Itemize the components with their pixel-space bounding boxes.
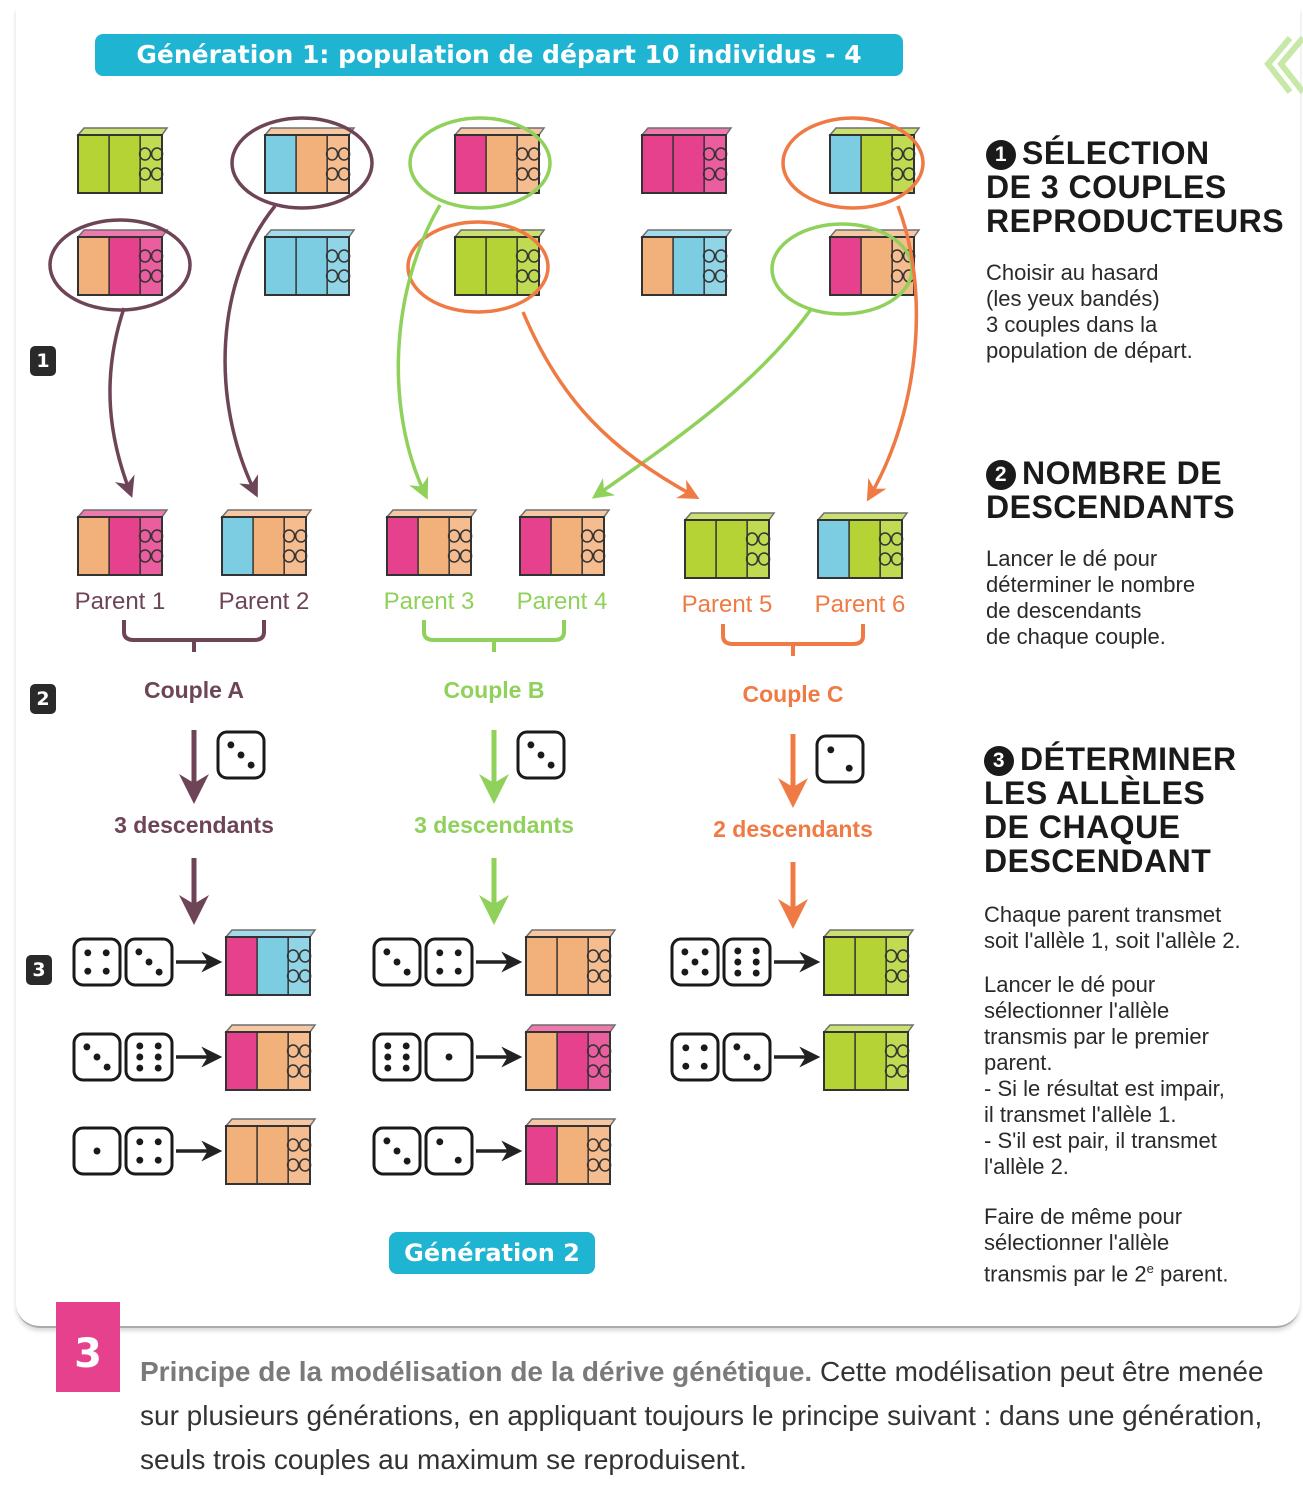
step2-number: 2	[986, 460, 1016, 490]
population-brick	[76, 229, 169, 296]
selection-circle	[230, 116, 374, 210]
parent-brick	[385, 509, 478, 576]
offspring-die	[424, 1126, 474, 1176]
offspring-die	[424, 1032, 474, 1082]
population-brick	[828, 229, 921, 296]
parent-brick	[816, 512, 909, 579]
offspring-brick	[524, 1024, 617, 1091]
descendants-label: 3 descendants	[114, 812, 274, 838]
selection-arrow	[521, 311, 700, 500]
step2-text: Lancer le dé pour déterminer le nombre d…	[986, 546, 1196, 649]
parent-label: Parent 2	[219, 588, 310, 615]
offspring-die	[722, 937, 772, 987]
couple-brace	[422, 620, 566, 652]
generation-1-banner: Génération 1: population de départ 10 in…	[95, 34, 903, 111]
step-badge-2: 2	[30, 684, 56, 714]
parent-label: Parent 1	[75, 588, 166, 615]
population-brick	[640, 127, 733, 194]
offspring-die	[372, 937, 422, 987]
couple-die	[815, 734, 865, 784]
parent-brick	[683, 512, 776, 579]
offspring-die	[372, 1126, 422, 1176]
step-badge-3: 3	[26, 955, 52, 985]
couple-brace	[721, 624, 865, 656]
population-brick	[76, 127, 169, 194]
parent-label: Parent 6	[815, 591, 906, 618]
step3-number: 3	[984, 746, 1014, 776]
caption: Principe de la modélisation de la dérive…	[140, 1350, 1290, 1482]
couple-brace	[122, 620, 266, 652]
offspring-die	[372, 1032, 422, 1082]
couple-label: Couple B	[444, 677, 545, 703]
parent-brick	[220, 509, 313, 576]
offspring-brick	[524, 1118, 617, 1185]
step3-text-1: Chaque parent transmet soit l'allèle 1, …	[984, 902, 1241, 953]
selection-arrow	[108, 307, 135, 498]
offspring-brick	[822, 929, 915, 996]
diagram-panel	[16, 8, 1300, 1328]
offspring-die	[722, 1032, 772, 1082]
step-badge-1: 1	[30, 346, 56, 376]
offspring-brick	[524, 929, 617, 996]
selection-arrow	[396, 204, 442, 500]
offspring-die	[72, 1126, 122, 1176]
parent-label: Parent 3	[384, 588, 475, 615]
offspring-die	[124, 1032, 174, 1082]
selection-circle	[408, 116, 552, 210]
offspring-die	[124, 937, 174, 987]
couple-label: Couple C	[743, 681, 844, 707]
selection-arrow	[223, 204, 277, 498]
offspring-brick	[224, 1024, 317, 1091]
offspring-brick	[822, 1024, 915, 1091]
parent-label: Parent 5	[682, 591, 773, 618]
offspring-die	[424, 937, 474, 987]
selection-circle	[48, 218, 192, 312]
couple-die	[516, 730, 566, 780]
selection-circle	[406, 220, 550, 314]
offspring-brick	[224, 929, 317, 996]
parent-brick	[76, 509, 169, 576]
offspring-die	[72, 1032, 122, 1082]
couple-label: Couple A	[144, 677, 244, 703]
step3-text-2: Lancer le dé pour sélectionner l'allèle …	[984, 972, 1225, 1179]
step1-text: Choisir au hasard (les yeux bandés) 3 co…	[986, 260, 1193, 363]
parent-brick	[518, 509, 611, 576]
step1-number: 1	[986, 140, 1016, 170]
couple-die	[216, 730, 266, 780]
population-brick	[640, 229, 733, 296]
step3-text-3: Faire de même pour sélectionner l'allèle…	[984, 1204, 1229, 1287]
population-brick	[453, 229, 546, 296]
selection-arrow	[591, 306, 814, 499]
section-number-badge: 3	[56, 1302, 120, 1392]
offspring-die	[670, 1032, 720, 1082]
offspring-brick	[224, 1118, 317, 1185]
offspring-die	[670, 937, 720, 987]
chevron-decoration	[1277, 36, 1303, 94]
generation-2-badge: Génération 2	[389, 1232, 595, 1274]
selection-arrow	[866, 205, 919, 502]
population-brick	[453, 127, 546, 194]
descendants-label: 2 descendants	[713, 816, 873, 842]
caption-title: Principe de la modélisation de la dérive…	[140, 1356, 813, 1387]
parent-label: Parent 4	[517, 588, 608, 615]
selection-circle	[781, 116, 925, 210]
population-brick	[828, 127, 921, 194]
caption-text: Cette modélisation peut être menée sur p…	[140, 1356, 1264, 1475]
population-brick	[263, 229, 356, 296]
descendants-label: 3 descendants	[414, 812, 574, 838]
population-brick	[263, 127, 356, 194]
chevron-decoration	[1264, 36, 1293, 94]
offspring-die	[124, 1126, 174, 1176]
offspring-die	[72, 937, 122, 987]
